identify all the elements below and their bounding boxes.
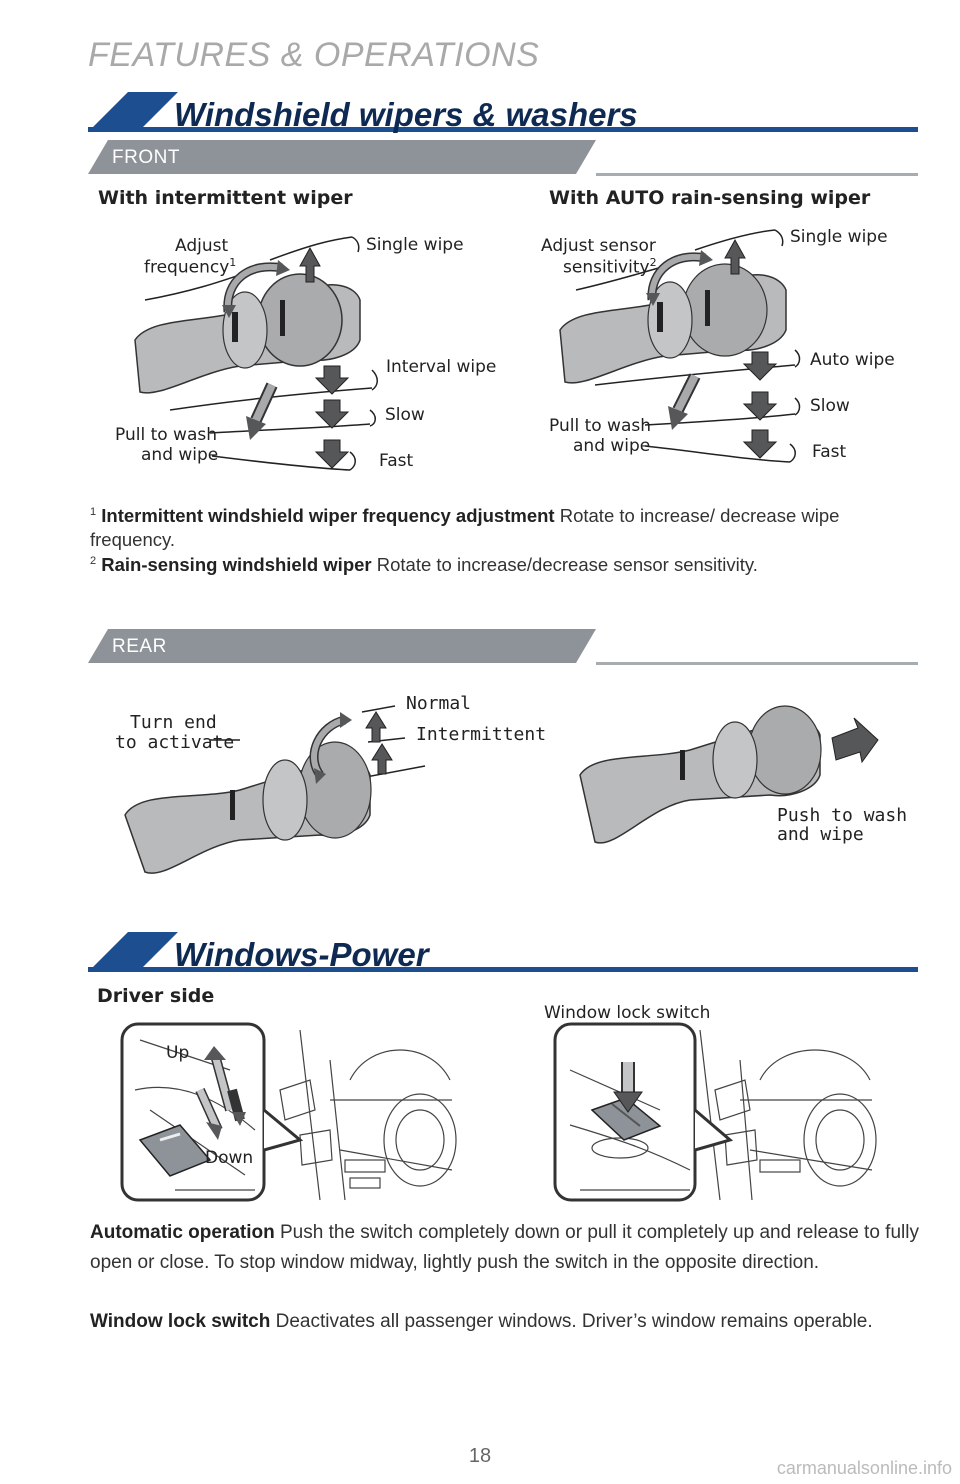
watermark: carmanualsonline.info [776, 1458, 952, 1478]
label-pull-wash-left-2: and wipe [141, 445, 219, 465]
label-pull-wash-left-1: Pull to wash [115, 425, 217, 445]
band-stripe-windows [88, 967, 918, 972]
caption-window-lock-switch: Window lock switch [544, 1003, 711, 1023]
section-band-windows: Windows-Power [88, 932, 918, 973]
footnote-2: 2 Rain-sensing windshield wiper Rotate t… [90, 549, 910, 577]
footnote-1-text: Rotate to increase/ decrease wipe freque… [90, 505, 840, 551]
caption-intermittent-wiper: With intermittent wiper [98, 187, 353, 209]
subband-rule [596, 173, 918, 176]
subband-shape [88, 140, 596, 174]
paragraph-automatic-operation-title: Automatic operation [90, 1222, 275, 1243]
label-down: Down [205, 1148, 254, 1168]
label-normal: Normal [406, 693, 472, 714]
footnote-1-title: Intermittent windshield wiper frequency … [101, 505, 555, 527]
label-up: Up [166, 1043, 190, 1063]
page-header: FEATURES & OPERATIONS [88, 36, 540, 74]
label-pull-wash-right-2: and wipe [573, 436, 651, 456]
section-title-wipers: Windshield wipers & washers [174, 96, 638, 133]
label-pull-wash-right-1: Pull to wash [549, 416, 651, 436]
caption-driver-side: Driver side [97, 985, 215, 1007]
section-title-windows: Windows-Power [174, 936, 429, 973]
label-adjust-sensitivity-1: Adjust sensor [541, 236, 656, 256]
subband-rule-rear [596, 662, 918, 665]
subsection-rear: REAR [88, 629, 918, 665]
label-turn-end-1: Turn end [130, 712, 217, 733]
label-intermittent: Intermittent [416, 724, 547, 745]
label-adjust-frequency-2: frequency1 [144, 256, 236, 278]
band-stripe [88, 127, 918, 132]
label-adjust-sensitivity-2: sensitivity2 [563, 256, 657, 278]
footnote-ref-1: 1 [229, 256, 237, 269]
label-slow-left: Slow [385, 405, 425, 425]
label-adjust-frequency-1: Adjust [175, 236, 229, 256]
paragraph-automatic-operation-text: Push the switch completely down or pull … [90, 1222, 919, 1273]
footnote-1-marker: 1 [90, 506, 97, 518]
page-number: 18 [468, 1445, 492, 1467]
caption-auto-wiper: With AUTO rain-sensing wiper [549, 187, 871, 209]
label-push-wash-1: Push to wash [777, 805, 908, 826]
footnote-1: 1 Intermittent windshield wiper frequenc… [90, 500, 890, 552]
footnote-2-marker: 2 [90, 555, 97, 567]
label-push-wash-2: and wipe [777, 824, 864, 845]
paragraph-window-lock-title: Window lock switch [90, 1311, 271, 1332]
paragraph-automatic-operation: Automatic operation Push the switch comp… [90, 1218, 920, 1278]
label-single-wipe-right: Single wipe [790, 227, 888, 247]
footnote-ref-2: 2 [649, 256, 657, 269]
front-label: FRONT [112, 147, 180, 168]
label-fast-right: Fast [812, 442, 847, 462]
subband-shape-rear [88, 629, 596, 663]
label-interval-wipe: Interval wipe [386, 357, 497, 377]
paragraph-window-lock-text: Deactivates all passenger windows. Drive… [270, 1311, 873, 1332]
label-auto-wipe: Auto wipe [810, 350, 895, 370]
label-slow-right: Slow [810, 396, 850, 416]
footnote-2-text: Rotate to increase/decrease sensor sensi… [371, 554, 758, 576]
paragraph-window-lock: Window lock switch Deactivates all passe… [90, 1309, 920, 1335]
label-adjust-sensitivity-text: sensitivity [563, 257, 650, 278]
label-fast-left: Fast [379, 451, 414, 471]
subsection-front: FRONT [88, 140, 918, 176]
label-adjust-frequency-text: frequency [144, 257, 230, 278]
label-single-wipe-left: Single wipe [366, 235, 464, 255]
label-turn-end-2: to activate [115, 732, 235, 753]
footnote-2-title: Rain-sensing windshield wiper [101, 554, 372, 576]
rear-label: REAR [112, 636, 167, 657]
section-band-wipers: Windshield wipers & washers [88, 92, 918, 133]
